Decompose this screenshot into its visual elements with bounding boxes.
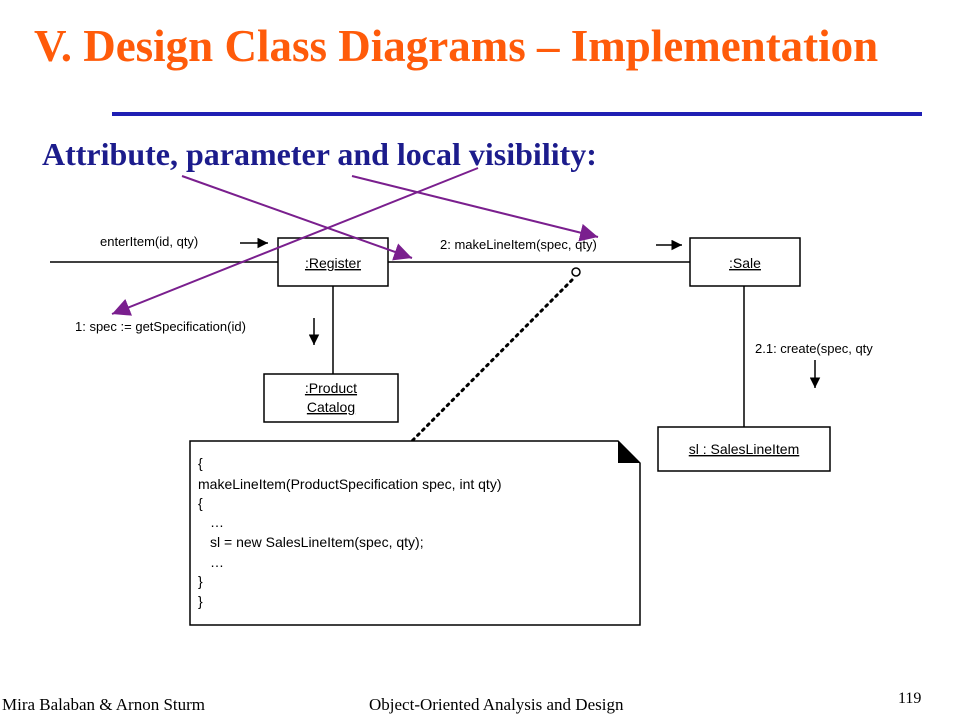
- product-catalog-label-line2: Catalog: [307, 399, 355, 415]
- sales-line-item-object-box: [657, 426, 831, 472]
- product-catalog-object-box: [263, 373, 399, 423]
- footer-course: Object-Oriented Analysis and Design: [369, 695, 624, 714]
- sale-object-label: :Sale: [729, 255, 761, 271]
- message-create: 2.1: create(spec, qty: [755, 341, 873, 356]
- note-line-2: makeLineItem(ProductSpecification spec, …: [198, 476, 501, 492]
- register-object-label: :Register: [305, 255, 361, 271]
- note-line-4: …: [210, 514, 224, 530]
- note-line-1: {: [198, 455, 203, 471]
- slide-subtitle: Attribute, parameter and local visibilit…: [42, 136, 597, 172]
- slide-title: V. Design Class Diagrams – Implementatio…: [34, 21, 879, 71]
- note-line-6: …: [210, 554, 224, 570]
- local-pointer-arrow: [111, 167, 479, 316]
- note-line-8: }: [198, 593, 203, 609]
- sales-line-item-label: sl : SalesLineItem: [689, 441, 800, 457]
- page-number: 119: [898, 690, 922, 707]
- note-anchor-circle: [571, 267, 581, 277]
- message-enter-item: enterItem(id, qty): [100, 234, 198, 249]
- title-underline: [112, 112, 922, 116]
- parameter-pointer-arrow: [351, 175, 599, 242]
- footer-authors: Mira Balaban & Arnon Sturm: [2, 695, 206, 714]
- message-get-specification: 1: spec := getSpecification(id): [75, 319, 246, 334]
- note-dotted-connector: [410, 278, 574, 443]
- note-folded-corner: [618, 441, 640, 463]
- register-object-box: [277, 237, 389, 287]
- note-line-5: sl = new SalesLineItem(spec, qty);: [210, 534, 424, 550]
- code-note-text: { makeLineItem(ProductSpecification spec…: [198, 455, 501, 609]
- note-line-7: }: [198, 573, 203, 589]
- code-note-box: [189, 440, 641, 626]
- product-catalog-label-line1: :Product: [305, 380, 357, 396]
- message-make-line-item: 2: makeLineItem(spec, qty): [440, 237, 597, 252]
- note-line-3: {: [198, 495, 203, 511]
- attribute-pointer-arrow: [181, 175, 413, 261]
- sale-object-box: [689, 237, 801, 287]
